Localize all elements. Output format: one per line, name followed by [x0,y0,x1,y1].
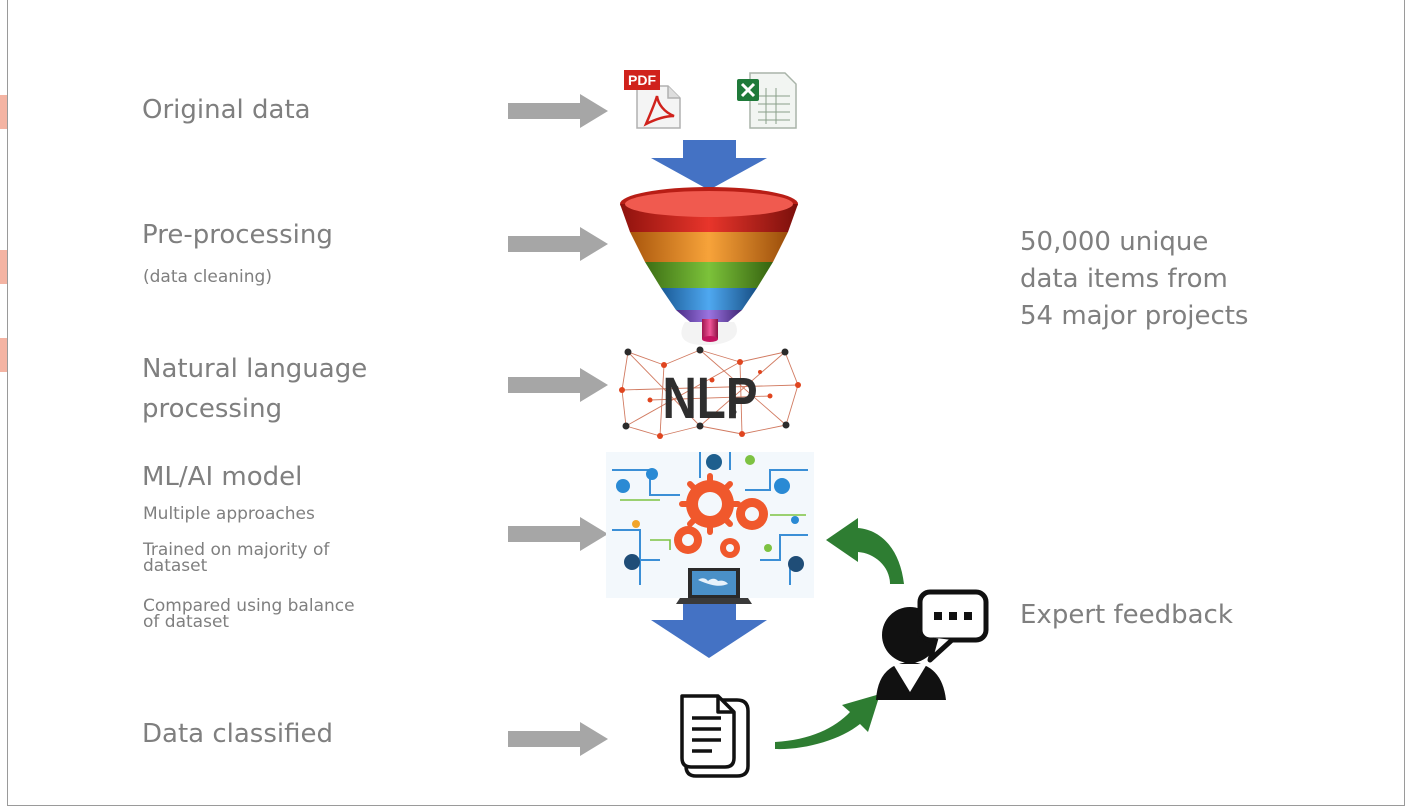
excel-file-icon [737,72,797,129]
gray-arrow-original-data [508,94,608,128]
slide-canvas [7,0,1405,806]
expert-feedback-label: Expert feedback [1020,600,1233,630]
step-label-nlp-line1: Natural language [142,354,368,384]
green-arrow-to-model [826,518,904,584]
summary-line-2: data items from [1020,264,1228,294]
ai-gears-laptop-icon [606,452,814,604]
blue-arrow-down-bottom [651,600,767,658]
step-label-pre-processing: Pre-processing [142,220,333,250]
documents-icon [680,694,750,778]
step-label-ml-ai-model: ML/AI model [142,462,303,492]
gray-arrow-pre-processing [508,227,608,261]
expert-chat-icon [876,589,989,700]
step-label-nlp-line2: processing [142,394,283,424]
step-label-original-data: Original data [142,95,311,125]
pdf-file-icon [624,70,681,129]
step-note-trained: Trained on majority of dataset [143,540,330,576]
pdf-badge-text: PDF [628,72,656,88]
funnel-icon [620,187,798,345]
slide-edge-accent [0,0,7,808]
blue-arrow-down-top [651,140,767,190]
summary-line-1: 50,000 unique [1020,227,1209,257]
step-note-data-cleaning: (data cleaning) [143,267,272,287]
gray-arrow-nlp [508,368,608,402]
nlp-network-icon: NLP [619,346,801,439]
step-note-multiple-approaches: Multiple approaches [143,504,315,524]
nlp-text: NLP [662,367,757,432]
gray-arrow-ml-model [508,517,608,551]
gray-arrow-data-classified [508,722,608,756]
green-arrow-to-expert [775,694,880,750]
step-label-data-classified: Data classified [142,719,333,749]
step-note-compared: Compared using balance of dataset [143,596,355,632]
summary-line-3: 54 major projects [1020,301,1249,331]
